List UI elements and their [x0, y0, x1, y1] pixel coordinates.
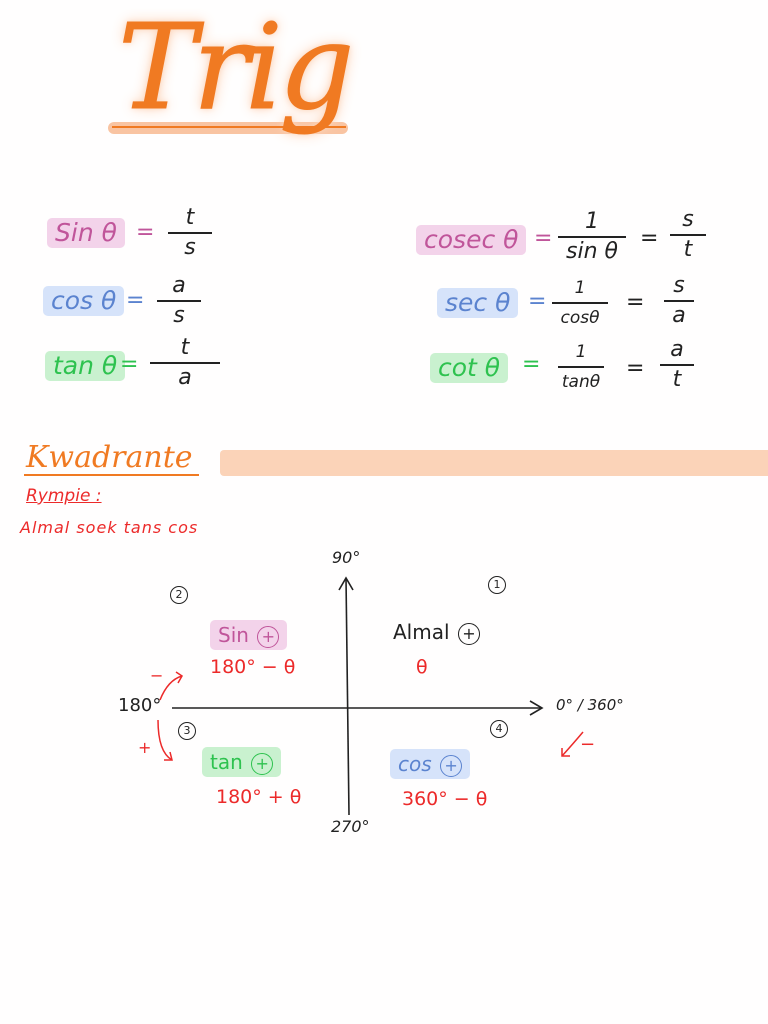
plus-circle-icon: + [257, 625, 280, 648]
quadrant-number-3: 3 [178, 722, 196, 740]
cosec-denominator: sin θ [566, 239, 618, 264]
cot-fraction-2: a t [660, 338, 694, 392]
axis-label-180: 180° [118, 695, 162, 716]
q1-label: Almal + [393, 620, 480, 645]
page-title: Trig [117, 0, 354, 136]
rympie-text: Almal soek tans cos [20, 518, 199, 537]
tan-fraction: t a [150, 336, 220, 390]
cos-numerator: a [172, 273, 186, 298]
plus-circle-icon: + [440, 754, 463, 777]
sec-label: sec θ [437, 288, 519, 318]
fraction-bar [150, 362, 220, 364]
plus-circle-icon: + [251, 752, 274, 775]
quadrant-number-4: 4 [490, 720, 508, 738]
fraction-bar [157, 300, 201, 302]
cosec-label: cosec θ [416, 225, 527, 255]
rympie-label: Rympie : [26, 486, 102, 506]
sin-equals: = [136, 220, 155, 245]
tan-label: tan θ [45, 351, 126, 381]
cosec-numerator-2: s [682, 207, 694, 232]
tan-numerator: t [180, 335, 190, 360]
sin-label: Sin θ [47, 218, 125, 248]
fraction-bar [670, 234, 706, 236]
fraction-bar [558, 236, 626, 238]
cos-denominator: s [173, 303, 185, 328]
q2-formula: 180° − θ [210, 656, 296, 678]
q4-label-text: cos [398, 752, 432, 776]
fraction-bar [552, 302, 608, 304]
cosec-fraction-1: 1 sin θ [558, 210, 626, 264]
cosec-equals: = [534, 226, 553, 251]
fraction-bar [660, 364, 694, 366]
title-highlight [108, 122, 348, 134]
cot-label: cot θ [430, 353, 509, 383]
section-highlight [220, 450, 768, 476]
quadrant-number-1: 1 [488, 576, 506, 594]
axis-label-0-360: 0° / 360° [556, 696, 624, 714]
q4-label: cos + [390, 749, 471, 779]
arrow-sign-left-top: − [150, 666, 164, 685]
q2-label-text: Sin [218, 623, 249, 647]
axis-label-270: 270° [331, 817, 370, 836]
arrow-sign-right: − [580, 734, 596, 755]
q4-formula: 360° − θ [402, 788, 488, 810]
fraction-bar [664, 300, 694, 302]
cot-equals: = [522, 352, 541, 377]
cos-fraction: a s [157, 274, 201, 328]
q3-formula: 180° + θ [216, 786, 302, 808]
q2-label: Sin + [210, 620, 288, 650]
cosec-fraction-2: s t [670, 208, 706, 262]
section-heading: Kwadrante [26, 440, 193, 475]
sec-numerator-2: s [673, 273, 685, 298]
cot-denominator-2: t [672, 367, 682, 392]
cot-equals-2: = [626, 356, 645, 381]
sec-fraction-2: s a [664, 274, 694, 328]
cot-numerator: 1 [575, 342, 587, 362]
plus-circle-icon: + [457, 622, 480, 645]
sec-numerator: 1 [574, 278, 586, 298]
q1-formula: θ [416, 656, 428, 678]
cosec-denominator-2: t [683, 237, 693, 262]
q3-label: tan + [202, 747, 282, 777]
sin-numerator: t [185, 205, 195, 230]
tan-denominator: a [178, 365, 192, 390]
cosec-equals-2: = [640, 226, 659, 251]
cot-fraction-1: 1 tanθ [558, 340, 604, 394]
cot-numerator-2: a [670, 337, 684, 362]
sec-equals-2: = [626, 290, 645, 315]
fraction-bar [558, 366, 604, 368]
cos-equals: = [126, 288, 145, 313]
tan-equals: = [120, 352, 139, 377]
fraction-bar [168, 232, 212, 234]
sec-equals: = [528, 289, 547, 314]
quadrant-number-2: 2 [170, 586, 188, 604]
section-underline [24, 474, 199, 476]
cos-label: cos θ [43, 286, 125, 316]
cosec-numerator: 1 [585, 209, 599, 234]
sec-denominator-2: a [672, 303, 686, 328]
cot-denominator: tanθ [561, 372, 601, 392]
title-underline [112, 126, 346, 128]
axis-label-90: 90° [332, 548, 361, 567]
sin-denominator: s [184, 235, 196, 260]
sec-fraction-1: 1 cosθ [552, 276, 608, 330]
sec-denominator: cosθ [560, 308, 600, 328]
sin-fraction: t s [168, 206, 212, 260]
arrow-sign-left-bottom: + [138, 738, 152, 757]
q3-label-text: tan [210, 750, 243, 774]
q1-label-text: Almal [393, 620, 450, 644]
